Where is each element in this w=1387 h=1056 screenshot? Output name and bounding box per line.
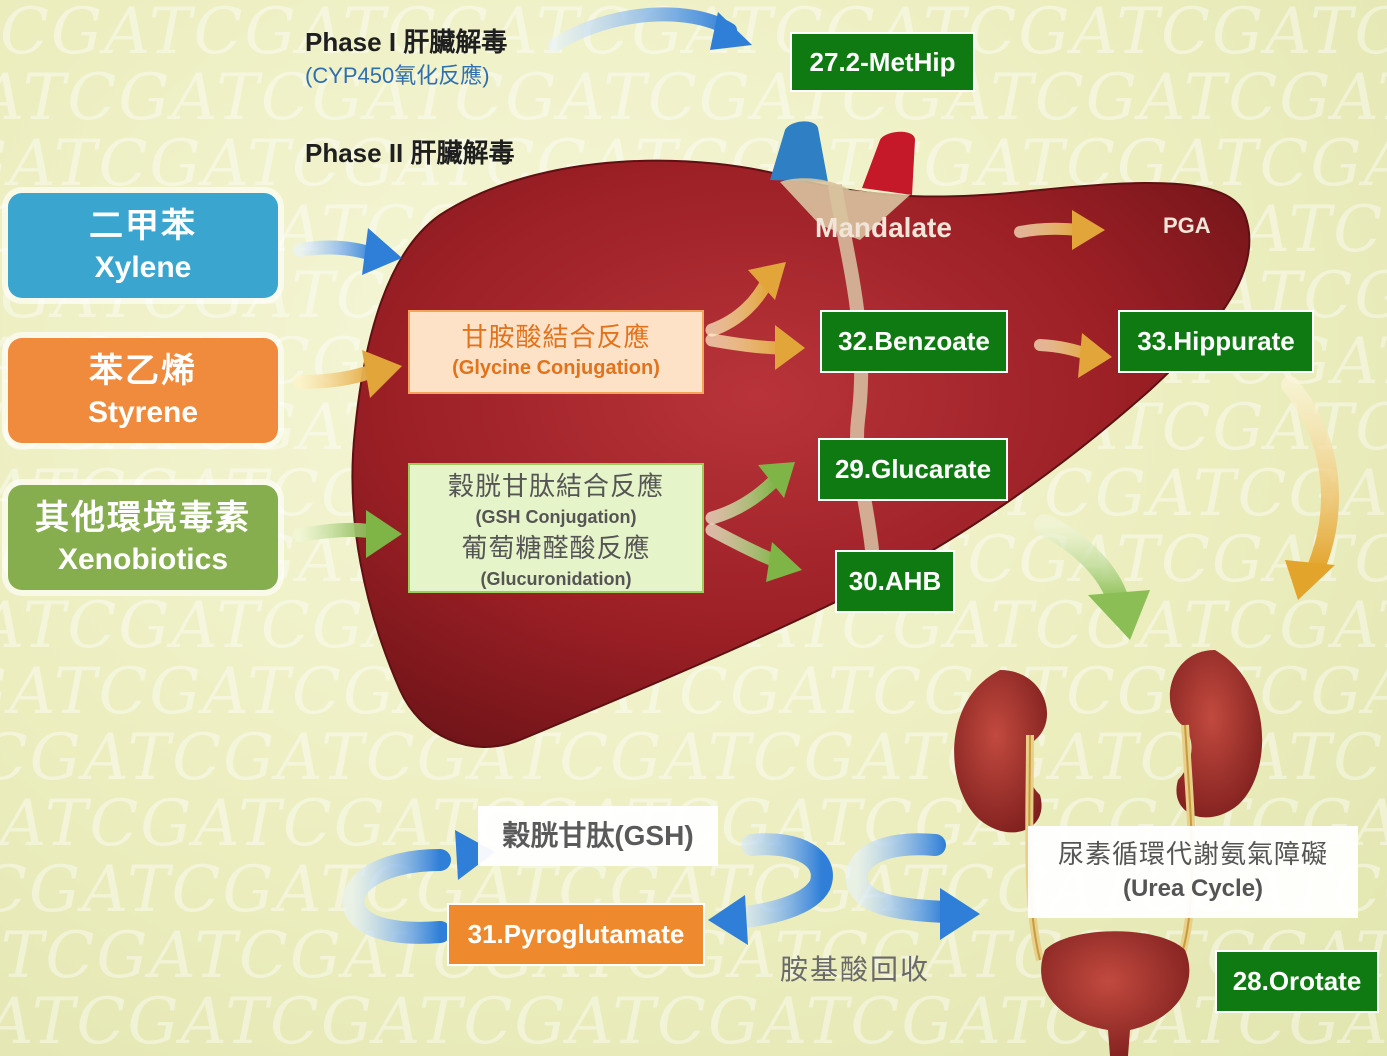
input-styrene: 苯乙烯 Styrene [8, 338, 278, 443]
xenobiotics-zh-label: 其他環境毒素 [8, 496, 278, 540]
urea-cycle-box: 尿素循環代謝氨氣障礙 (Urea Cycle) [1028, 826, 1358, 918]
styrene-zh-label: 苯乙烯 [8, 349, 278, 393]
marker-ahb: 30.AHB [835, 550, 955, 613]
urea-zh-label: 尿素循環代謝氨氣障礙 [1028, 836, 1358, 872]
hippurate-down-arrow [1285, 385, 1335, 600]
marker-methip: 27.2-MetHip [790, 32, 975, 92]
glycine-zh-label: 甘胺酸結合反應 [410, 320, 702, 354]
phase2-title: Phase II 肝臟解毒 [305, 133, 515, 170]
marker-glucarate: 29.Glucarate [818, 438, 1008, 501]
xylene-arrow [300, 228, 402, 275]
gsh-zh-label: 穀胱甘肽結合反應 [410, 469, 702, 503]
gsh-en-label: (GSH Conjugation) [410, 503, 702, 531]
mandalate-label: Mandalate [815, 212, 952, 244]
input-xenobiotics: 其他環境毒素 Xenobiotics [8, 485, 278, 590]
input-xylene: 二甲苯 Xylene [8, 193, 278, 298]
xylene-zh-label: 二甲苯 [8, 204, 278, 248]
glycine-en-label: (Glycine Conjugation) [410, 354, 702, 382]
urea-en-label: (Urea Cycle) [1028, 872, 1358, 906]
marker-hippurate: 33.Hippurate [1118, 310, 1314, 373]
xylene-en-label: Xylene [8, 248, 278, 288]
phase1-subtitle: (CYP450氧化反應) [305, 58, 490, 90]
glycine-conjugation-box: 甘胺酸結合反應 (Glycine Conjugation) [408, 310, 704, 394]
styrene-en-label: Styrene [8, 393, 278, 433]
liver [352, 121, 1249, 747]
gsh-glucuronidation-box: 穀胱甘肽結合反應 (GSH Conjugation) 葡萄糖醛酸反應 (Gluc… [408, 463, 704, 593]
marker-benzoate: 32.Benzoate [820, 310, 1008, 373]
gsh-cycle-label: 穀胱甘肽(GSH) [478, 806, 718, 866]
pga-label: PGA [1163, 213, 1211, 239]
liver-kidney-arrow [1045, 525, 1150, 640]
amino-recycle-label: 胺基酸回收 [780, 948, 930, 988]
marker-orotate: 28.Orotate [1215, 950, 1379, 1013]
phase1-arrow [555, 14, 730, 45]
phase1-title: Phase I 肝臟解毒 [305, 22, 507, 59]
marker-pyroglutamate: 31.Pyroglutamate [447, 903, 705, 966]
xenobiotics-en-label: Xenobiotics [8, 540, 278, 580]
glucuronidation-en-label: (Glucuronidation) [410, 565, 702, 593]
glucuronidation-zh-label: 葡萄糖醛酸反應 [410, 531, 702, 565]
